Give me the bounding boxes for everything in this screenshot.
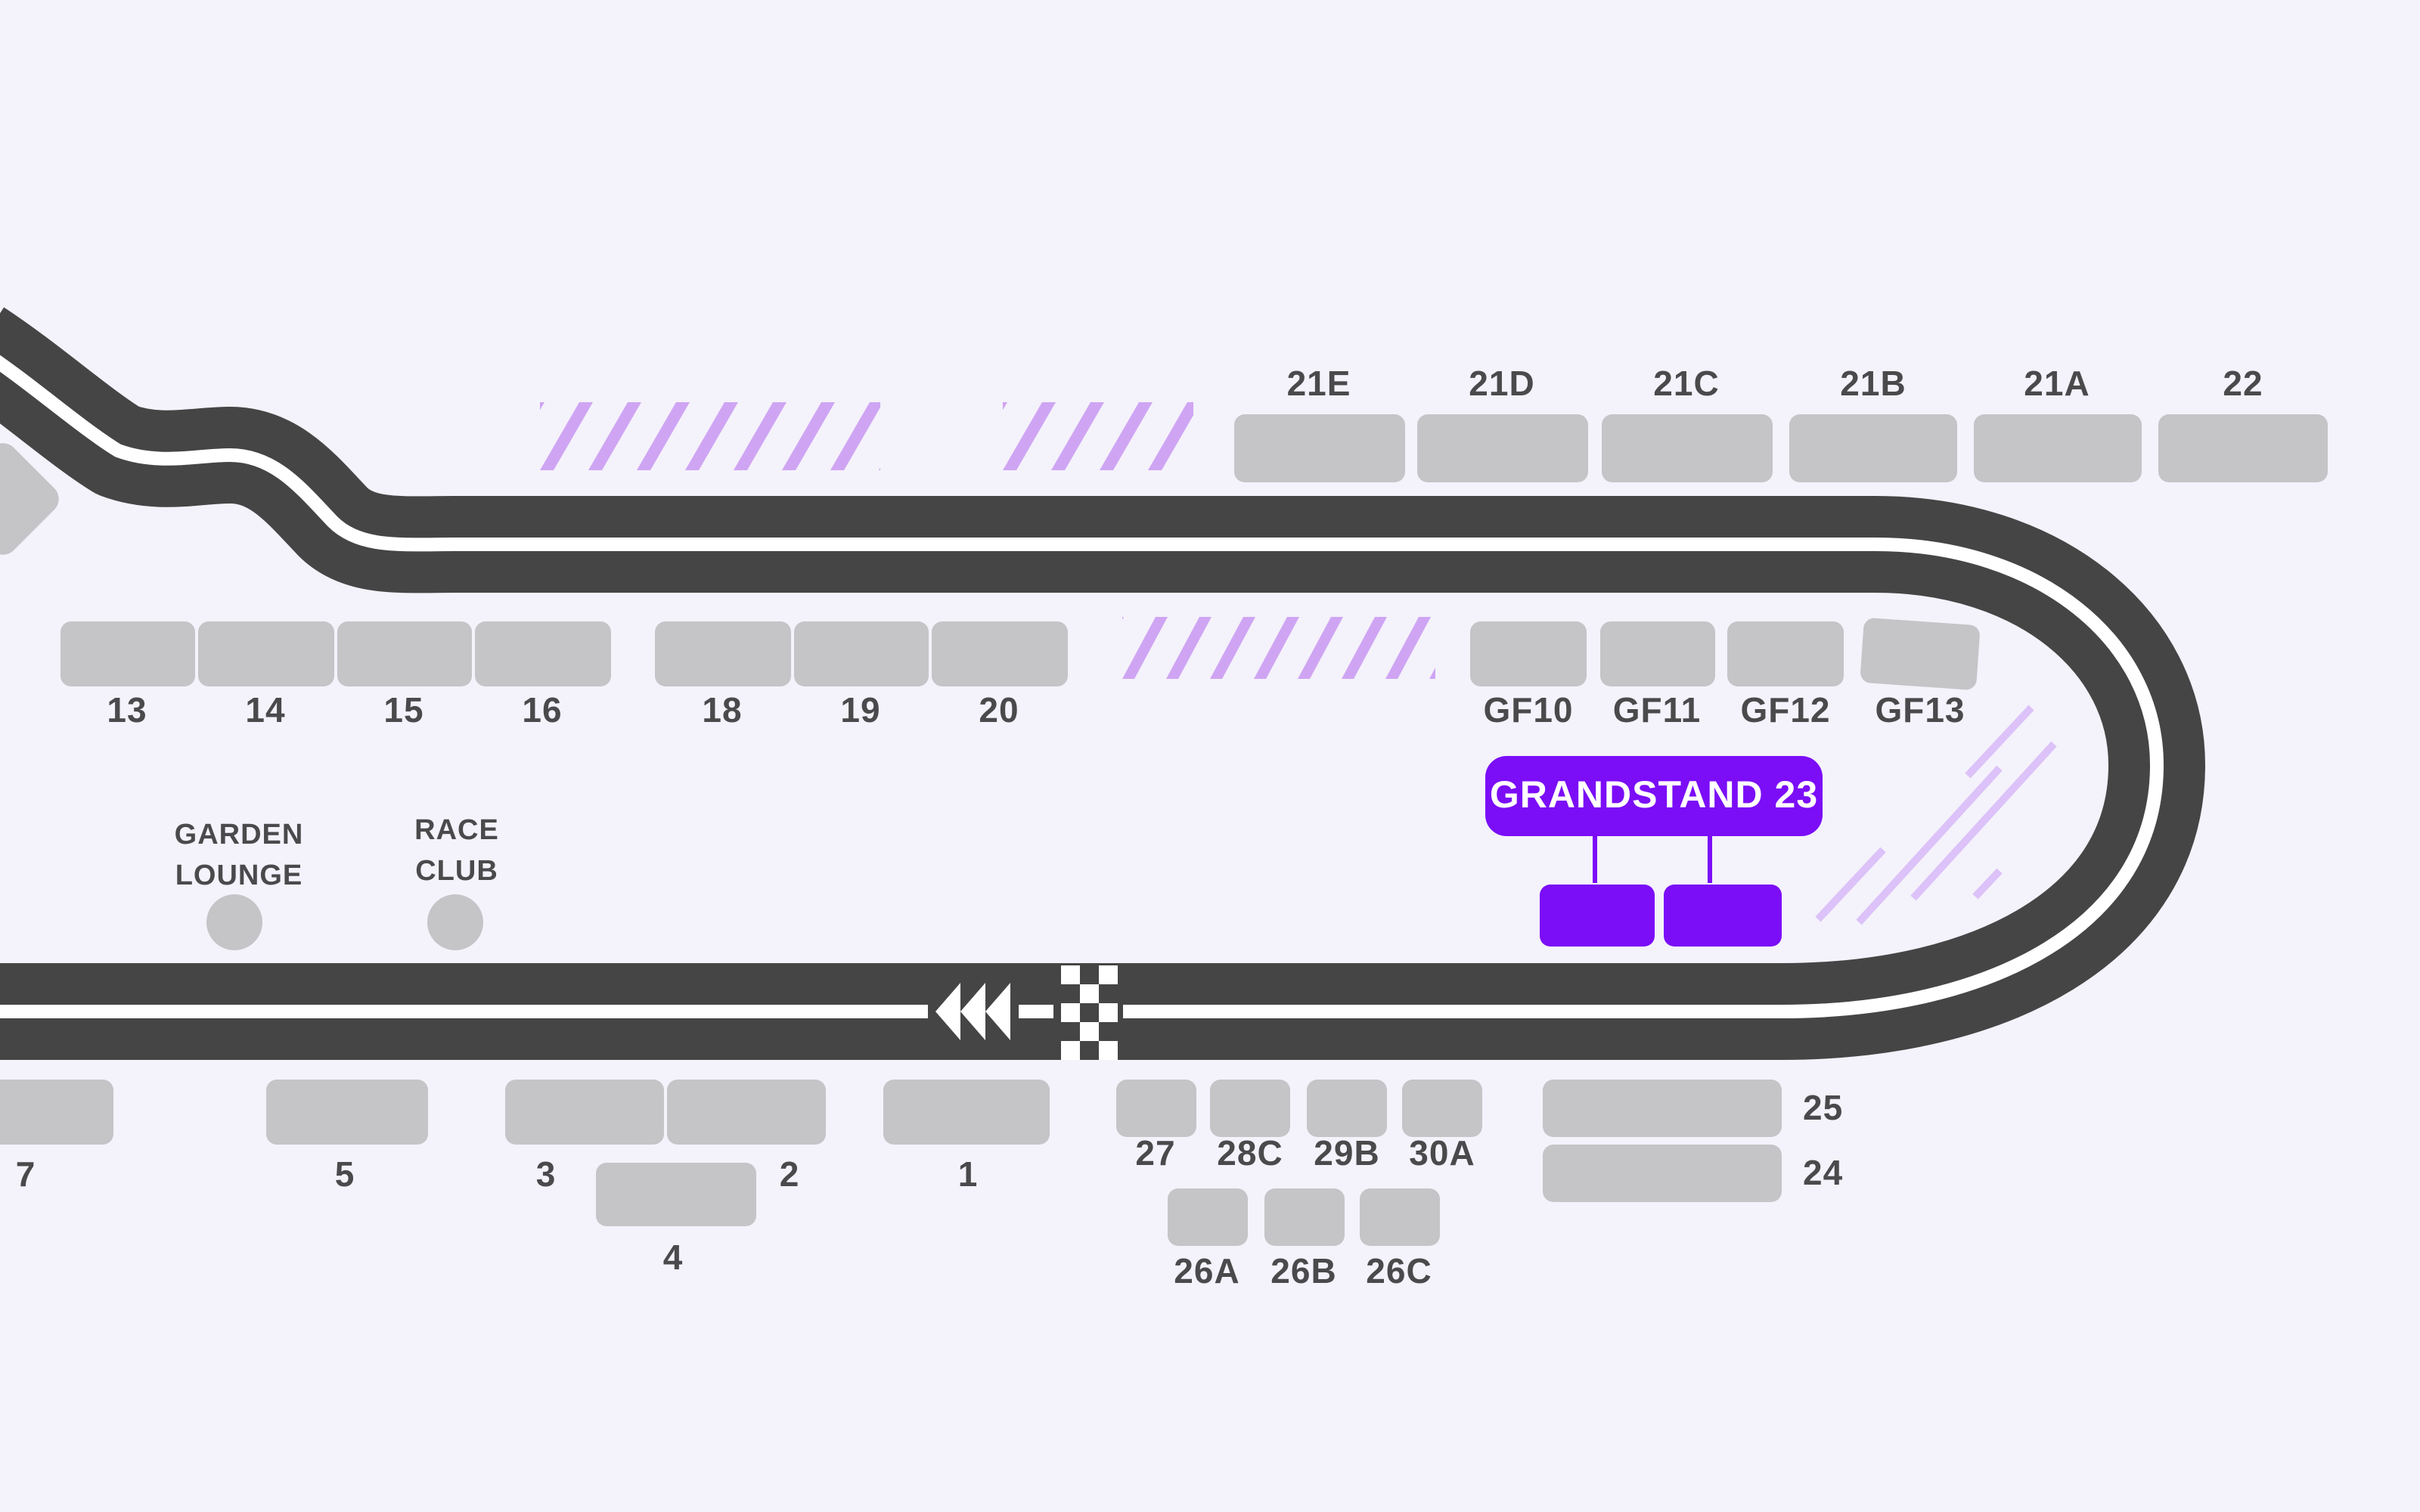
stand-label-1: 1: [957, 1154, 979, 1194]
stand-block-2[interactable]: [666, 1080, 826, 1145]
stand-label-20: 20: [979, 690, 1019, 730]
hatched-area: [540, 402, 1435, 679]
stand-block-16[interactable]: [475, 621, 610, 686]
tooltip-connector-line: [1708, 833, 1712, 883]
stand-block-GF12[interactable]: [1727, 621, 1844, 686]
stand-label-14: 14: [245, 690, 286, 730]
stand-label-27: 27: [1135, 1133, 1176, 1173]
stand-block-5[interactable]: [265, 1080, 427, 1145]
stand-label-GF12: GF12: [1740, 690, 1831, 730]
stand-block-14[interactable]: [198, 621, 334, 686]
race-club-marker[interactable]: [427, 894, 483, 950]
stand-label-16: 16: [522, 690, 563, 730]
selected-stand-block[interactable]: [1540, 884, 1654, 946]
checkered-start-finish-icon: [1061, 965, 1118, 1060]
stand-label-21A: 21A: [2024, 364, 2090, 403]
stand-label-21E: 21E: [1286, 364, 1351, 403]
stand-label-30A: 30A: [1409, 1133, 1475, 1173]
stand-label-18: 18: [702, 690, 743, 730]
hatched-area-diagonal: [1815, 705, 2057, 925]
stand-block-30A[interactable]: [1402, 1080, 1482, 1137]
stand-block-20[interactable]: [932, 621, 1067, 686]
stand-block-GF11[interactable]: [1599, 621, 1714, 686]
stand-label-3: 3: [535, 1154, 557, 1194]
stand-block-GF10[interactable]: [1470, 621, 1587, 686]
stand-block-3[interactable]: [504, 1080, 663, 1145]
stand-label-29B: 29B: [1314, 1133, 1380, 1173]
stand-block-25[interactable]: [1543, 1080, 1782, 1137]
track-center-line: [0, 355, 2164, 1018]
stand-label-21B: 21B: [1840, 364, 1907, 403]
stand-label-7: 7: [15, 1154, 36, 1194]
stand-block-19[interactable]: [793, 621, 929, 686]
stand-block-GF13[interactable]: [1860, 617, 1981, 690]
selected-stand-block[interactable]: [1663, 884, 1782, 946]
grandstand-23-tooltip[interactable]: GRANDSTAND 23: [1485, 756, 1823, 836]
stand-label-19: 19: [840, 690, 881, 730]
stand-label-5: 5: [334, 1154, 355, 1194]
stand-block-27[interactable]: [1115, 1080, 1196, 1137]
stand-label-26A: 26A: [1174, 1251, 1240, 1290]
stand-label-26C: 26C: [1366, 1251, 1432, 1290]
stand-block-13[interactable]: [60, 621, 195, 686]
stand-block-22[interactable]: [2158, 414, 2328, 482]
stand-label-24: 24: [1803, 1153, 1844, 1192]
stand-block-21E[interactable]: [1233, 414, 1404, 482]
stand-block-21B[interactable]: [1789, 414, 1957, 482]
stand-block-18[interactable]: [655, 621, 790, 686]
stand-block-21C[interactable]: [1601, 414, 1772, 482]
rotated-stand-block[interactable]: [0, 437, 65, 561]
direction-arrows-icon: [935, 983, 1010, 1040]
stand-block-21D[interactable]: [1416, 414, 1587, 482]
stand-block-24[interactable]: [1543, 1145, 1782, 1202]
stand-label-GF10: GF10: [1483, 690, 1574, 730]
stand-label-4: 4: [662, 1238, 684, 1277]
stand-label-GF11: GF11: [1612, 690, 1702, 730]
stand-block-28C[interactable]: [1210, 1080, 1290, 1137]
stand-label-28C: 28C: [1217, 1133, 1283, 1173]
garden-lounge-marker[interactable]: [206, 894, 262, 950]
stand-label-15: 15: [383, 690, 424, 730]
stand-label-2: 2: [779, 1154, 800, 1194]
stand-block-1[interactable]: [883, 1080, 1050, 1145]
stand-block-26C[interactable]: [1360, 1188, 1439, 1246]
stand-block-21A[interactable]: [1973, 414, 2141, 482]
stand-block-15[interactable]: [337, 621, 472, 686]
stand-label-26B: 26B: [1270, 1251, 1337, 1290]
stand-label-13: 13: [107, 690, 147, 730]
stand-block-7[interactable]: [0, 1080, 113, 1145]
stand-block-26B[interactable]: [1264, 1188, 1344, 1246]
stand-label-22: 22: [2223, 364, 2263, 403]
stand-label-GF13: GF13: [1875, 690, 1965, 730]
stand-label-21C: 21C: [1653, 364, 1720, 403]
stand-label-25: 25: [1803, 1088, 1844, 1127]
tooltip-connector-line: [1592, 833, 1596, 883]
stand-block-26A[interactable]: [1168, 1188, 1247, 1246]
stand-block-29B[interactable]: [1307, 1080, 1387, 1137]
stand-label-21D: 21D: [1469, 364, 1535, 403]
stand-block-4[interactable]: [596, 1163, 755, 1226]
